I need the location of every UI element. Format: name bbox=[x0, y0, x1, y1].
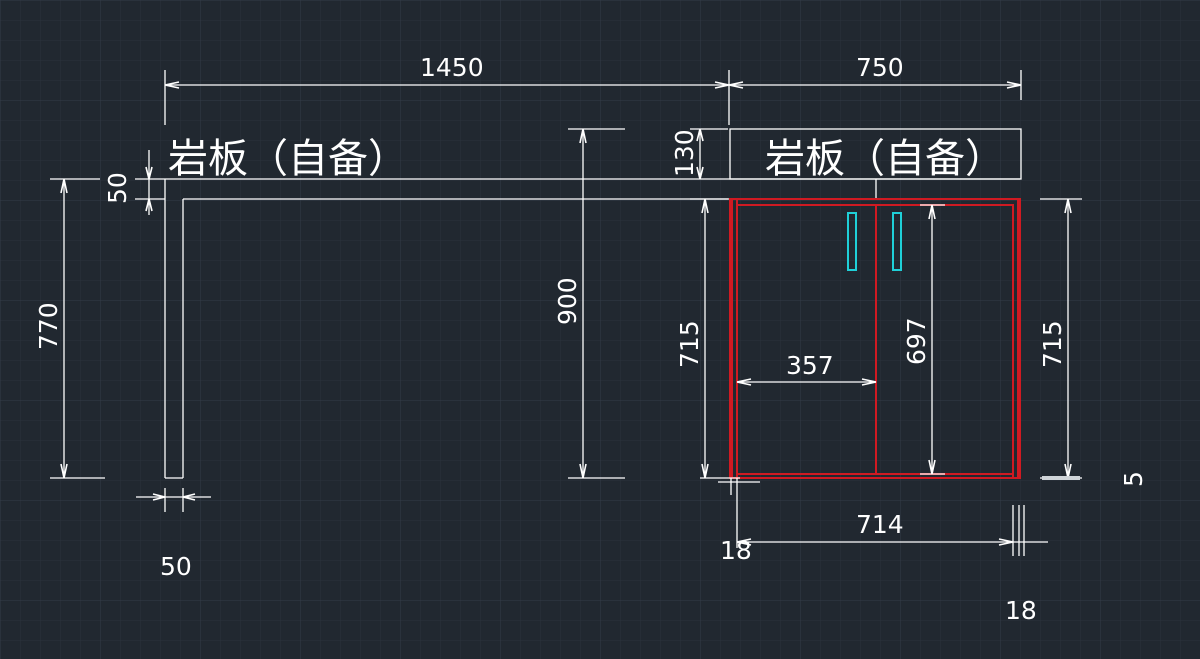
dim-leg-width bbox=[136, 488, 211, 512]
dim-50-top: 50 bbox=[103, 172, 132, 204]
countertop-left-label: 岩板（自备） bbox=[168, 136, 408, 182]
dim-inner-height bbox=[920, 204, 945, 475]
dim-715-left: 715 bbox=[675, 320, 704, 368]
dim-697: 697 bbox=[902, 317, 931, 365]
dim-overall-height bbox=[568, 128, 625, 479]
dim-5: 5 bbox=[1119, 471, 1148, 487]
dim-top bbox=[164, 70, 1022, 125]
dim-130: 130 bbox=[670, 129, 699, 177]
dim-715-right: 715 bbox=[1038, 320, 1067, 368]
countertop-right-box bbox=[729, 128, 1022, 180]
dim-slab-thickness bbox=[135, 150, 165, 215]
dim-900: 900 bbox=[553, 277, 582, 325]
cabinet bbox=[729, 198, 1021, 479]
dim-leg-height bbox=[50, 178, 105, 479]
dim-door-width bbox=[736, 378, 877, 386]
dim-750: 750 bbox=[856, 53, 904, 82]
handle-right-icon bbox=[892, 212, 902, 271]
dim-18-right: 18 bbox=[1005, 596, 1037, 625]
dim-slab-box bbox=[690, 128, 728, 180]
handle-left-icon bbox=[847, 212, 857, 271]
countertop-right-label: 岩板（自备） bbox=[765, 136, 1005, 182]
dim-inner-width bbox=[736, 478, 1048, 556]
dim-357: 357 bbox=[786, 351, 834, 380]
dim-770: 770 bbox=[34, 302, 63, 350]
dim-cabinet-height-left bbox=[690, 198, 740, 479]
dim-18-left: 18 bbox=[720, 536, 752, 565]
dim-1450: 1450 bbox=[420, 53, 484, 82]
dim-714: 714 bbox=[856, 510, 904, 539]
dim-cabinet-height-right bbox=[1040, 198, 1082, 480]
dim-50-bottom: 50 bbox=[160, 552, 192, 581]
dim-side-panels bbox=[718, 478, 760, 495]
